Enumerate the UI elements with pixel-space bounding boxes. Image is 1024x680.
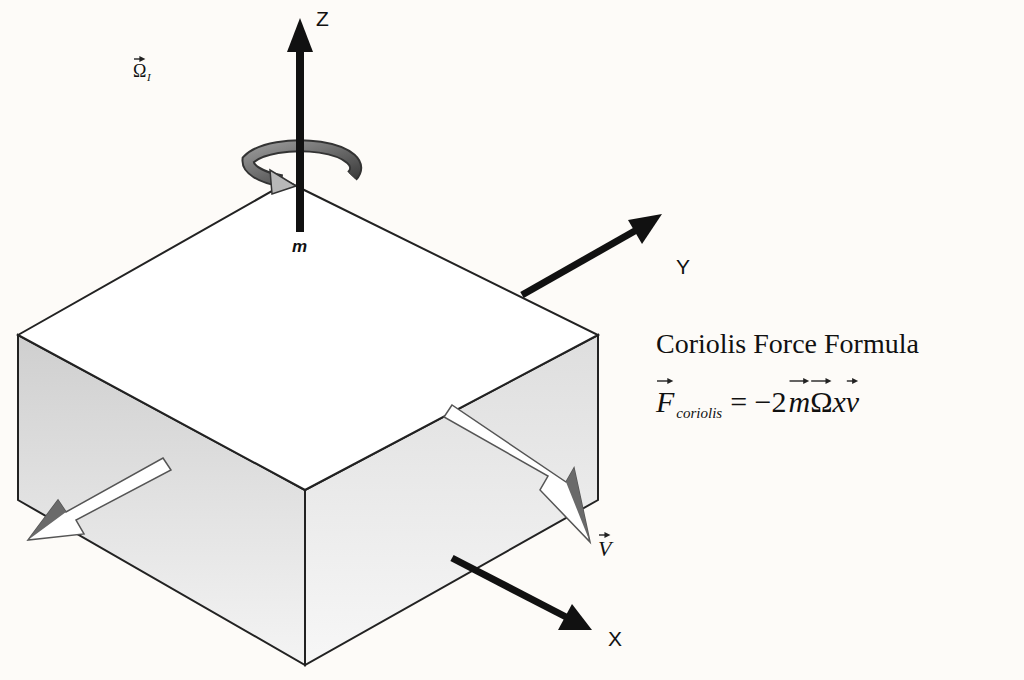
vector-head <box>803 378 809 384</box>
vector-head <box>852 378 858 384</box>
formula-operator: = −2 <box>730 384 786 420</box>
x-axis-head <box>558 604 592 630</box>
omega-subscript: I <box>147 72 151 83</box>
velocity-arrow-right <box>444 405 590 542</box>
velocity-arrow-left <box>28 458 171 540</box>
formula-symbol: v <box>846 384 859 420</box>
formula-symbol: Ω <box>810 384 832 420</box>
y-axis-head <box>628 214 662 244</box>
x-axis <box>452 558 568 618</box>
velocity-label: V <box>598 538 611 560</box>
formula-symbol: F <box>656 384 674 420</box>
axis-label: Z <box>316 8 329 29</box>
y-axis <box>522 228 640 295</box>
axis-label: Y <box>676 256 690 277</box>
formula-symbol: x <box>832 384 845 420</box>
formula-symbol: m <box>789 384 811 420</box>
box-top-face <box>18 182 598 490</box>
vector-head <box>825 378 831 384</box>
formula-row: Fcoriolis = −2mΩxv <box>656 384 859 420</box>
velocity-arrow-shade <box>28 468 590 542</box>
omega-label: Ω <box>133 62 146 80</box>
formula-title: Coriolis Force Formula <box>656 330 919 358</box>
axis-label: X <box>608 628 622 649</box>
formula-subscript: coriolis <box>676 404 722 422</box>
rotation-arrow-head <box>270 170 296 194</box>
z-axis <box>296 46 304 232</box>
mass-label: m <box>292 238 307 255</box>
z-axis-head <box>287 18 313 52</box>
vector-head <box>667 378 673 384</box>
